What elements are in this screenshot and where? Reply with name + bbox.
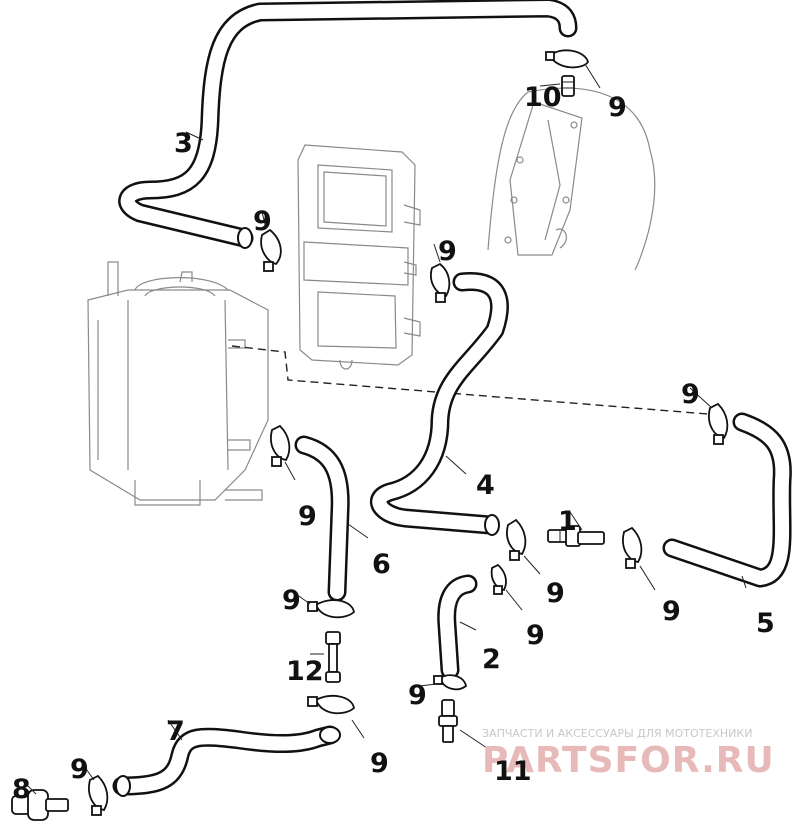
connector-fitting-1 xyxy=(547,525,605,547)
callout-c7: 7 xyxy=(166,716,185,747)
callout-c9d: 9 xyxy=(681,379,700,410)
callout-c9l: 9 xyxy=(70,754,89,785)
callout-c10: 10 xyxy=(524,82,562,113)
routing-line xyxy=(231,345,721,416)
callout-c6: 6 xyxy=(372,549,391,580)
clamp-9-c xyxy=(430,262,451,303)
callout-c5: 5 xyxy=(756,608,775,639)
leader-lines xyxy=(25,63,747,795)
watermark-tagline: ЗАПЧАСТИ И АКСЕССУАРЫ ДЛЯ МОТОТЕХНИКИ xyxy=(482,727,752,740)
callout-c8: 8 xyxy=(12,774,31,805)
check-valve-8 xyxy=(11,789,69,821)
oil-tank-outline xyxy=(87,261,269,506)
callout-c12: 12 xyxy=(286,656,324,687)
clamp-9-i xyxy=(307,599,355,619)
hose-3 xyxy=(118,0,578,249)
hose-2 xyxy=(437,574,478,680)
clamp-9-j xyxy=(433,674,467,691)
hose-5 xyxy=(662,412,792,588)
callout-c3: 3 xyxy=(174,128,193,159)
hose-7 xyxy=(112,725,341,797)
clamp-9-top xyxy=(545,49,589,69)
callout-c4: 4 xyxy=(476,470,495,501)
clamp-9-h xyxy=(490,563,507,595)
callout-c9i: 9 xyxy=(282,585,301,616)
control-module-outline xyxy=(297,144,421,370)
callout-c9k: 9 xyxy=(370,748,389,779)
nipple-fitting-10 xyxy=(561,75,575,97)
clamp-9-k xyxy=(307,694,355,715)
clamp-9-e xyxy=(270,424,291,467)
watermark-brand: PARTSFOR.RU xyxy=(482,740,775,781)
clamp-9-b xyxy=(260,228,282,272)
callout-c9g: 9 xyxy=(662,596,681,627)
callout-c11: 11 xyxy=(494,756,532,787)
hose-6 xyxy=(294,435,350,602)
callout-c9h: 9 xyxy=(526,620,545,651)
callout-c1: 1 xyxy=(558,506,577,537)
callout-c9c: 9 xyxy=(438,236,457,267)
clamp-9-f xyxy=(506,518,527,561)
clamp-9-d xyxy=(708,402,729,445)
hose-4 xyxy=(369,272,509,536)
callout-c9e: 9 xyxy=(298,501,317,532)
callout-c9a: 9 xyxy=(608,92,627,123)
engine-block-outline xyxy=(487,87,656,271)
callout-c9b: 9 xyxy=(253,206,272,237)
callout-c9f: 9 xyxy=(546,578,565,609)
hose-clamps xyxy=(88,49,729,816)
fitting-11 xyxy=(438,699,458,743)
clamp-9-g xyxy=(622,526,643,569)
clamp-9-l xyxy=(88,774,109,816)
callout-c9j: 9 xyxy=(408,680,427,711)
callout-c2: 2 xyxy=(482,644,501,675)
fitting-12 xyxy=(325,631,341,683)
watermark: ЗАПЧАСТИ И АКСЕССУАРЫ ДЛЯ МОТОТЕХНИКИ PA… xyxy=(482,727,775,781)
